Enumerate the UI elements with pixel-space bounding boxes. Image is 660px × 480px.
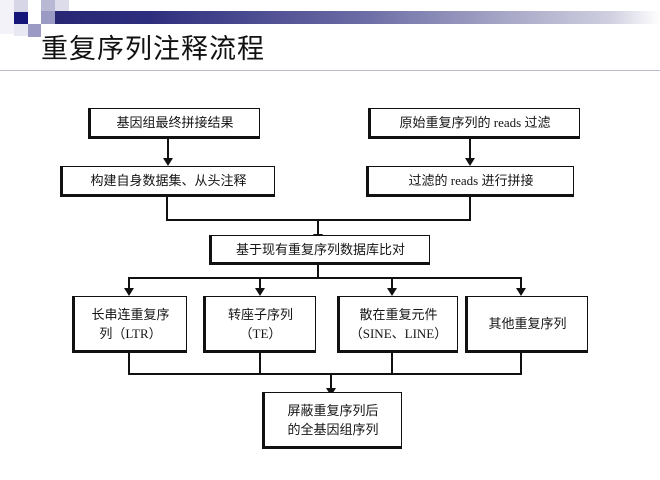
square-dark-navy-icon <box>14 12 28 24</box>
flow-node-label-line2: 列（LTR） <box>99 325 162 341</box>
edge-n5-n8 <box>391 277 393 291</box>
header-decoration <box>0 0 660 71</box>
edge-n8-converge <box>391 353 393 375</box>
edge-n5-n7-arrowhead-icon <box>255 288 265 296</box>
square-light-periwinkle-top-icon <box>41 0 55 11</box>
edge-n7-converge <box>259 353 261 375</box>
square-very-pale-icon <box>0 0 14 34</box>
edge-n1-n3 <box>167 139 169 160</box>
fanout-bus <box>128 277 522 279</box>
converge-bus-bottom <box>128 373 522 375</box>
flow-node-ltr: 长串连重复序 列（LTR） <box>72 296 187 353</box>
edge-n5-n6 <box>128 277 130 291</box>
square-pale-lavender-icon <box>14 0 28 12</box>
flow-node-label: 其他重复序列 <box>488 316 567 331</box>
page-title: 重复序列注释流程 <box>41 34 265 64</box>
flow-node-genome-assembly: 基因组最终拼接结果 <box>88 108 260 139</box>
edge-n5-n9-arrowhead-icon <box>516 288 526 296</box>
edge-n4-merge-down <box>469 197 471 221</box>
flow-node-align-known-repeat-db: 基于现有重复序列数据库比对 <box>209 235 430 265</box>
flow-node-label: 过滤的 reads 进行拼接 <box>408 173 534 188</box>
edge-n5-n9 <box>520 277 522 291</box>
edge-n5-n6-arrowhead-icon <box>124 288 134 296</box>
square-pale-lavender-lower-icon <box>14 24 28 36</box>
flow-node-label-line1: 转座子序列 <box>227 306 293 322</box>
flow-node-label-line2: 的全基因组序列 <box>287 421 379 437</box>
edge-n5-fanout-stem <box>317 265 319 279</box>
edge-n3-merge-down <box>166 197 168 221</box>
edge-merge-to-n5 <box>317 219 319 237</box>
flow-node-te: 转座子序列 （TE） <box>203 296 316 353</box>
edge-n6-converge <box>128 353 130 375</box>
square-white-gap-icon <box>28 0 41 24</box>
flow-node-other-repeats: 其他重复序列 <box>465 296 588 353</box>
flow-node-build-denovo-dataset: 构建自身数据集、从头注释 <box>60 166 275 197</box>
flow-node-masked-genome: 屏蔽重复序列后 的全基因组序列 <box>262 392 402 449</box>
flow-node-assemble-filtered-reads: 过滤的 reads 进行拼接 <box>366 166 574 197</box>
edge-n2-n4-arrowhead-icon <box>465 158 475 166</box>
edge-n5-n7 <box>259 277 261 291</box>
square-pale-top-right-icon <box>55 0 69 11</box>
header-gradient-bar <box>38 11 660 24</box>
flow-node-label-line1: 长串连重复序 <box>91 306 170 322</box>
flow-node-label: 基因组最终拼接结果 <box>116 115 234 130</box>
flow-node-label-line1: 散在重复元件 <box>359 306 438 322</box>
flow-node-sine-line: 散在重复元件 （SINE、LINE） <box>337 296 458 353</box>
flow-node-label-line2: （SINE、LINE） <box>349 325 448 341</box>
flow-node-raw-reads-filter: 原始重复序列的 reads 过滤 <box>368 108 580 139</box>
square-mid-periwinkle-icon <box>28 24 41 37</box>
edge-n1-n3-arrowhead-icon <box>163 158 173 166</box>
flow-node-label: 构建自身数据集、从头注释 <box>90 173 247 188</box>
flow-node-label: 原始重复序列的 reads 过滤 <box>399 115 551 130</box>
flow-node-label-line2: （TE） <box>239 325 282 341</box>
flow-node-label-line1: 屏蔽重复序列后 <box>287 402 379 418</box>
flow-node-label: 基于现有重复序列数据库比对 <box>235 241 405 257</box>
square-mid-periwinkle-mid-icon <box>41 11 55 24</box>
edge-n2-n4 <box>469 139 471 160</box>
edge-n9-converge <box>520 353 522 375</box>
edge-converge-to-n10 <box>330 373 332 391</box>
header-divider-rule <box>0 70 660 71</box>
edge-n5-n8-arrowhead-icon <box>387 288 397 296</box>
